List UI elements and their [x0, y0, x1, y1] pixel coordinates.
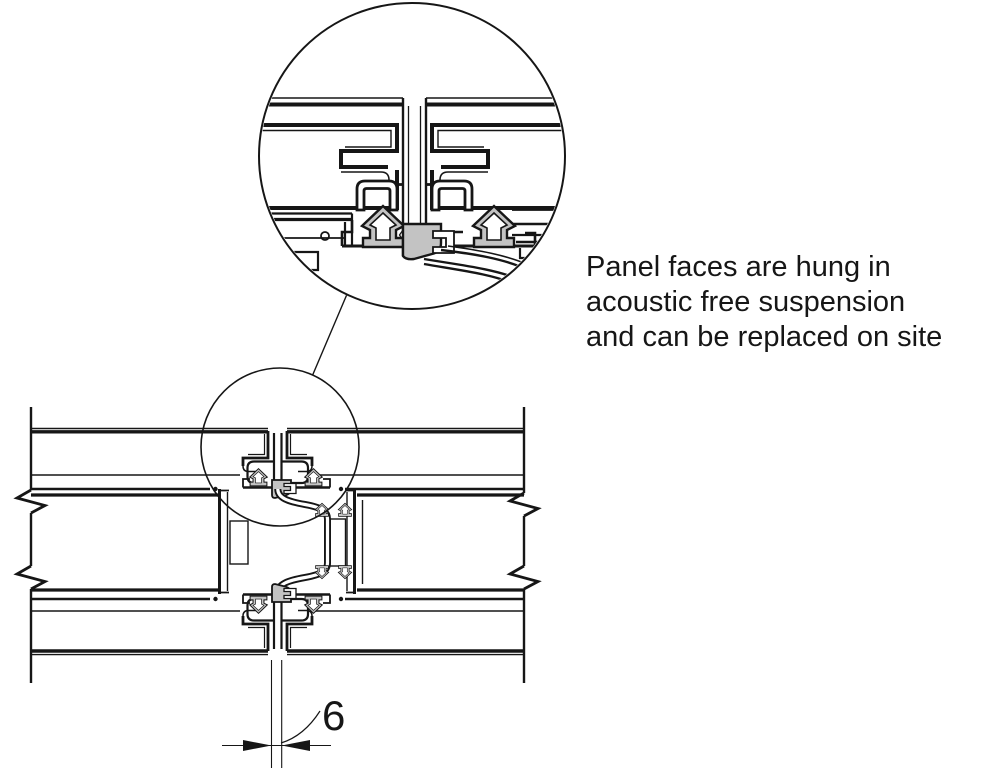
callout-circle [200, 367, 360, 527]
annotation-line-2: acoustic free suspension [586, 286, 906, 318]
detail-left-panel [260, 97, 410, 256]
dimension-value: 6 [322, 692, 345, 739]
callout-leader-line [311, 295, 348, 376]
left-panel-edge [13, 407, 49, 683]
break-line-symbol [13, 564, 49, 591]
break-line-symbol [506, 491, 542, 518]
dimension-arrow-left [243, 740, 272, 751]
dimension-leader-curve [280, 710, 321, 744]
detail-circle-view [258, 2, 566, 310]
gasket-mid-upper-right [337, 502, 353, 517]
right-panel-edge [506, 407, 542, 683]
dimension-arrow-right [281, 740, 310, 751]
main-section-drawing [13, 407, 542, 683]
left-panel-layers [31, 427, 268, 656]
right-panel-layers [287, 427, 524, 656]
break-line-symbol [13, 488, 49, 515]
annotation-line-3: and can be replaced on site [586, 321, 943, 353]
s-connector-profile [274, 488, 331, 594]
detail-center-clamp [401, 222, 455, 261]
gasket-mid-lower-right [337, 565, 353, 580]
top-joint [241, 431, 331, 499]
dimension-extension-lines [270, 660, 283, 768]
bottom-joint [241, 583, 331, 651]
annotation-line-1: Panel faces are hung in [586, 251, 891, 283]
break-line-symbol [506, 564, 542, 591]
dimension-6: 6 [222, 660, 345, 768]
annotation-text: Panel faces are hung in acoustic free su… [586, 250, 986, 355]
